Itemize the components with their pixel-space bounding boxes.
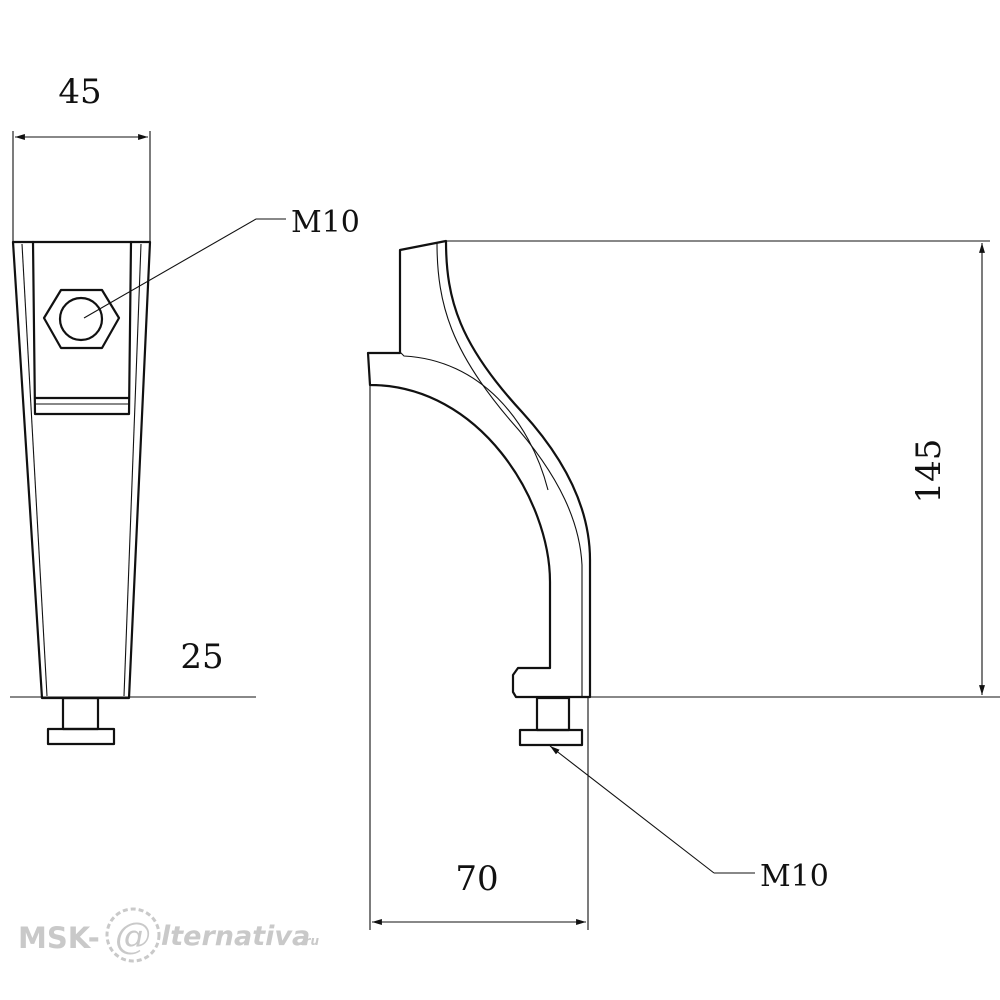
dimension-70: 70 xyxy=(369,385,589,930)
front-inner-line-left xyxy=(21,243,48,697)
dimension-145-label: 145 xyxy=(909,439,949,504)
callout-side-m10-label: M10 xyxy=(760,859,829,894)
svg-text:lternativa: lternativa xyxy=(161,921,310,952)
callout-front-m10: M10 xyxy=(83,205,360,319)
side-body-outline xyxy=(366,239,592,699)
at-sign-icon: @ xyxy=(105,907,161,963)
front-inner-line-right xyxy=(123,243,142,697)
dimension-145: 145 xyxy=(446,240,1000,698)
dimension-45-label: 45 xyxy=(58,72,101,112)
svg-text:@: @ xyxy=(115,916,151,957)
callout-front-m10-label: M10 xyxy=(291,205,360,240)
front-bolt xyxy=(46,696,116,746)
front-view xyxy=(11,240,152,746)
dimension-25: 25 xyxy=(10,637,256,698)
dimension-45: 45 xyxy=(12,72,151,242)
front-bracket-channel xyxy=(31,240,133,416)
dimension-70-label: 70 xyxy=(455,859,498,899)
side-view xyxy=(366,239,592,747)
callout-side-m10: M10 xyxy=(549,745,829,894)
svg-text:.ru: .ru xyxy=(300,934,319,948)
dimension-25-label: 25 xyxy=(180,637,223,677)
watermark-logo: MSK- @ lternativa .ru xyxy=(18,907,319,963)
side-bolt xyxy=(518,696,584,747)
front-body-outline xyxy=(11,240,152,700)
svg-text:MSK-: MSK- xyxy=(18,921,100,955)
side-inner-curve xyxy=(436,242,583,696)
hex-nut-icon xyxy=(42,288,121,350)
side-inner-curve-2 xyxy=(399,351,549,491)
